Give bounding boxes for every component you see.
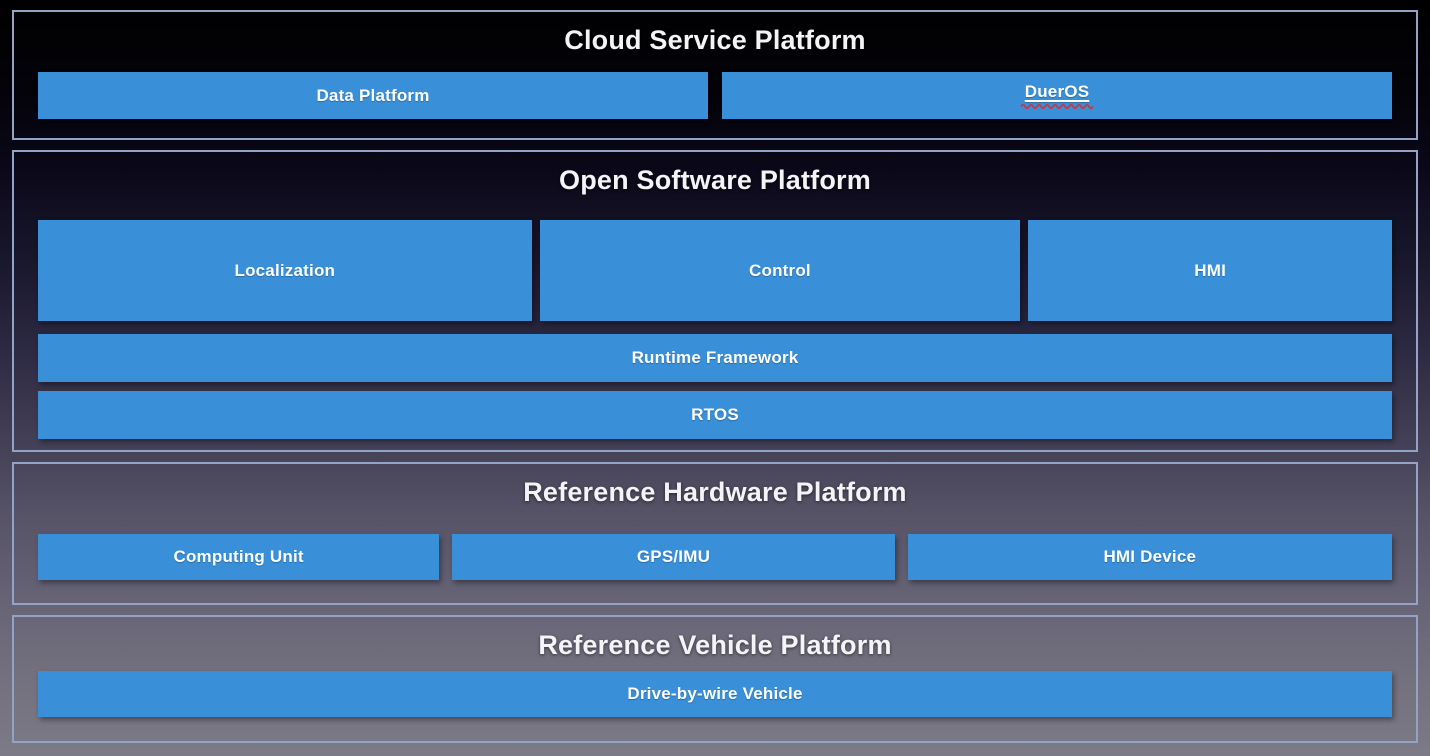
cloud-boxes-row: Data Platform DuerOS bbox=[38, 72, 1392, 119]
control-label: Control bbox=[749, 260, 811, 280]
gps-imu-label: GPS/IMU bbox=[636, 547, 711, 566]
data-platform-box: Data Platform bbox=[38, 72, 708, 119]
runtime-framework-bar: Runtime Framework bbox=[38, 334, 1392, 382]
vehicle-section-title: Reference Vehicle Platform bbox=[538, 630, 892, 660]
dueros-box: DuerOS bbox=[722, 72, 1392, 119]
hmi-box: HMI bbox=[1028, 220, 1392, 321]
localization-box: Localization bbox=[38, 220, 532, 321]
gps-imu-box: GPS/IMU bbox=[452, 534, 895, 580]
spellcheck-squiggle-icon bbox=[1020, 103, 1094, 109]
computing-unit-label: Computing Unit bbox=[173, 547, 304, 566]
hardware-section-title: Reference Hardware Platform bbox=[523, 477, 907, 507]
open-software-platform-section: Open Software Platform Localization Cont… bbox=[12, 150, 1418, 452]
software-modules-row: Localization Control HMI bbox=[38, 220, 1392, 321]
cloud-section-title: Cloud Service Platform bbox=[564, 25, 866, 55]
reference-vehicle-platform-section: Reference Vehicle Platform Drive-by-wire… bbox=[12, 615, 1418, 743]
rtos-label: RTOS bbox=[691, 405, 739, 424]
software-section-title: Open Software Platform bbox=[559, 165, 871, 195]
runtime-framework-label: Runtime Framework bbox=[631, 348, 799, 367]
cloud-service-platform-section: Cloud Service Platform Data Platform Due… bbox=[12, 10, 1418, 140]
control-box: Control bbox=[539, 220, 1021, 321]
hmi-label: HMI bbox=[1194, 260, 1227, 280]
reference-hardware-platform-section: Reference Hardware Platform Computing Un… bbox=[12, 462, 1418, 605]
drive-by-wire-vehicle-bar: Drive-by-wire Vehicle bbox=[38, 671, 1392, 717]
hmi-device-box: HMI Device bbox=[907, 534, 1392, 580]
dueros-label: DuerOS bbox=[1024, 82, 1090, 101]
hardware-components-row: Computing Unit GPS/IMU HMI Device bbox=[38, 534, 1392, 580]
data-platform-label: Data Platform bbox=[316, 85, 430, 105]
drive-by-wire-vehicle-label: Drive-by-wire Vehicle bbox=[627, 684, 803, 703]
hmi-device-label: HMI Device bbox=[1103, 547, 1197, 566]
localization-label: Localization bbox=[234, 260, 336, 280]
rtos-bar: RTOS bbox=[38, 391, 1392, 439]
computing-unit-box: Computing Unit bbox=[38, 534, 440, 580]
